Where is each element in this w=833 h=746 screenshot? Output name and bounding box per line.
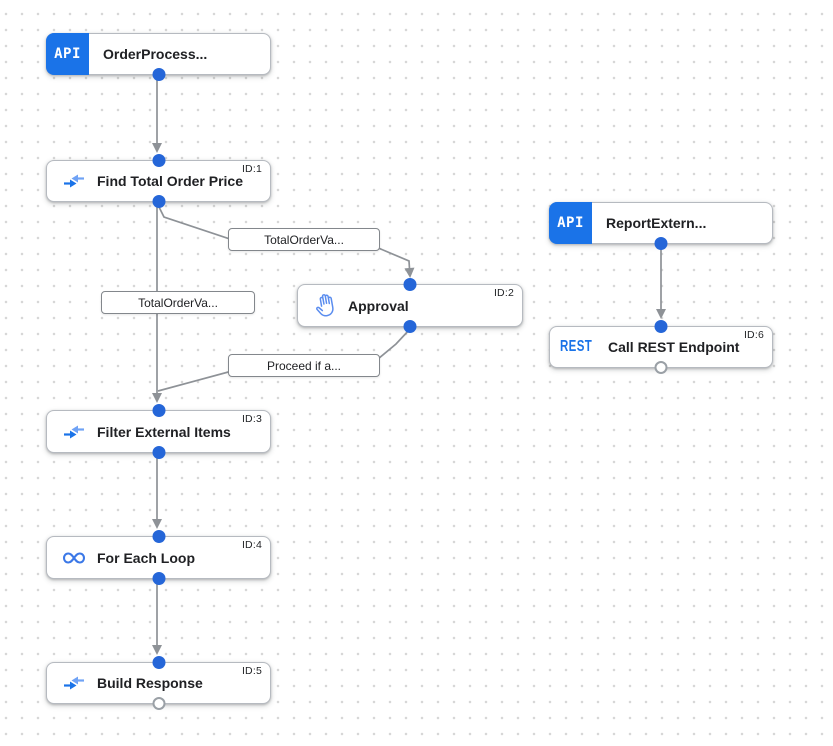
- connection-point-in[interactable]: [152, 404, 165, 417]
- connection-point-in[interactable]: [152, 530, 165, 543]
- connection-point-out[interactable]: [152, 68, 165, 81]
- edge-label-totalorderva-1[interactable]: TotalOrderVa...: [228, 228, 380, 251]
- node-title: For Each Loop: [97, 549, 195, 566]
- connection-point-out-empty[interactable]: [152, 697, 165, 710]
- connection-point-out[interactable]: [152, 572, 165, 585]
- node-id-badge: ID:3: [241, 413, 262, 425]
- data-mapping-icon: [61, 171, 87, 191]
- node-title: Approval: [348, 297, 409, 314]
- node-call-rest-endpoint[interactable]: ID:6 REST Call REST Endpoint: [549, 320, 773, 374]
- connection-point-out[interactable]: [152, 195, 165, 208]
- api-trigger-icon: API: [549, 202, 592, 244]
- node-id-badge: ID:1: [241, 163, 262, 175]
- node-reportextern-trigger[interactable]: API ReportExtern...: [549, 202, 773, 250]
- approval-hand-icon: [312, 293, 338, 318]
- node-id-badge: ID:2: [493, 287, 514, 299]
- api-trigger-icon: API: [46, 33, 89, 75]
- data-mapping-icon: [61, 673, 87, 693]
- for-each-loop-icon: [61, 551, 87, 565]
- connection-point-out-empty[interactable]: [654, 361, 668, 374]
- node-title: ReportExtern...: [606, 215, 707, 231]
- connection-point-in[interactable]: [152, 656, 165, 669]
- connection-point-out[interactable]: [403, 320, 417, 333]
- node-title: Find Total Order Price: [97, 173, 243, 189]
- data-mapping-icon: [61, 422, 87, 442]
- connection-point-in[interactable]: [403, 278, 417, 291]
- node-id-badge: ID:6: [743, 329, 764, 341]
- edge-label-totalorderva-2[interactable]: TotalOrderVa...: [101, 291, 255, 314]
- edge-label-proceed-if[interactable]: Proceed if a...: [228, 354, 380, 377]
- node-title: Build Response: [97, 675, 203, 691]
- connection-point-in[interactable]: [654, 320, 668, 333]
- node-id-badge: ID:4: [241, 539, 262, 551]
- node-filter-external-items[interactable]: ID:3 Filter External Items: [46, 404, 271, 459]
- node-title: OrderProcess...: [103, 46, 208, 62]
- node-orderprocess-trigger[interactable]: API OrderProcess...: [46, 33, 271, 81]
- node-approval[interactable]: ID:2 Approval: [297, 278, 523, 333]
- node-title: Filter External Items: [97, 423, 231, 440]
- connection-point-out[interactable]: [152, 446, 165, 459]
- node-find-total-order-price[interactable]: ID:1 Find Total Order Price: [46, 154, 271, 208]
- node-title: Call REST Endpoint: [608, 339, 740, 355]
- node-id-badge: ID:5: [241, 665, 262, 677]
- rest-icon: REST: [560, 338, 593, 355]
- connection-point-out[interactable]: [654, 237, 668, 250]
- connection-point-in[interactable]: [152, 154, 165, 167]
- node-build-response[interactable]: ID:5 Build Response: [46, 656, 271, 710]
- node-for-each-loop[interactable]: ID:4 For Each Loop: [46, 530, 271, 585]
